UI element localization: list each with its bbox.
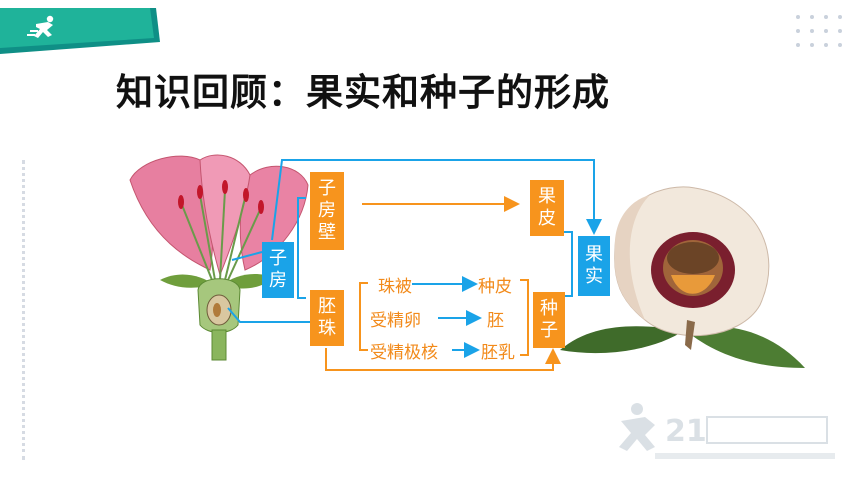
page-title: 知识回顾：果实和种子的形成 — [116, 71, 610, 114]
brace-seed — [520, 279, 529, 356]
box-ovary: 子房 — [262, 242, 294, 298]
box-seed-label: 种子 — [540, 298, 558, 341]
brace-ovary — [297, 197, 306, 299]
box-ovule-label: 胚珠 — [318, 296, 336, 339]
header-badge — [0, 8, 160, 54]
brace-fruit — [564, 231, 573, 297]
connector-ovary-to-fruit — [271, 159, 602, 241]
svg-text:21: 21 — [665, 414, 707, 449]
label-endosperm: 胚乳 — [481, 343, 515, 363]
box-pericarp: 果皮 — [530, 180, 564, 236]
label-seed-coat: 种皮 — [478, 277, 512, 297]
box-ovule: 胚珠 — [310, 290, 344, 346]
running-person-icon — [27, 15, 54, 38]
peach-fruit-illustration — [560, 186, 805, 368]
label-embryo: 胚 — [487, 311, 504, 331]
box-ovary-wall-label: 子房壁 — [318, 178, 336, 243]
box-fruit-label: 果实 — [585, 244, 603, 287]
21-century-education-logo: 21 — [619, 403, 835, 459]
box-ovary-label: 子房 — [269, 248, 287, 291]
connector-flower-ovule — [227, 307, 310, 323]
decorative-dotted-line — [22, 160, 31, 460]
box-ovary-wall: 子房壁 — [310, 172, 344, 250]
decorative-dot-grid — [796, 15, 842, 47]
label-fertilized-egg: 受精卵 — [370, 311, 421, 331]
box-fruit: 果实 — [578, 236, 610, 296]
connector-ovule-to-seed — [325, 348, 561, 371]
box-seed: 种子 — [533, 292, 565, 348]
box-pericarp-label: 果皮 — [538, 186, 556, 229]
brace-ovule — [359, 282, 368, 351]
label-fertilized-polar-nuclei: 受精极核 — [370, 343, 438, 363]
label-integument: 珠被 — [378, 277, 412, 297]
